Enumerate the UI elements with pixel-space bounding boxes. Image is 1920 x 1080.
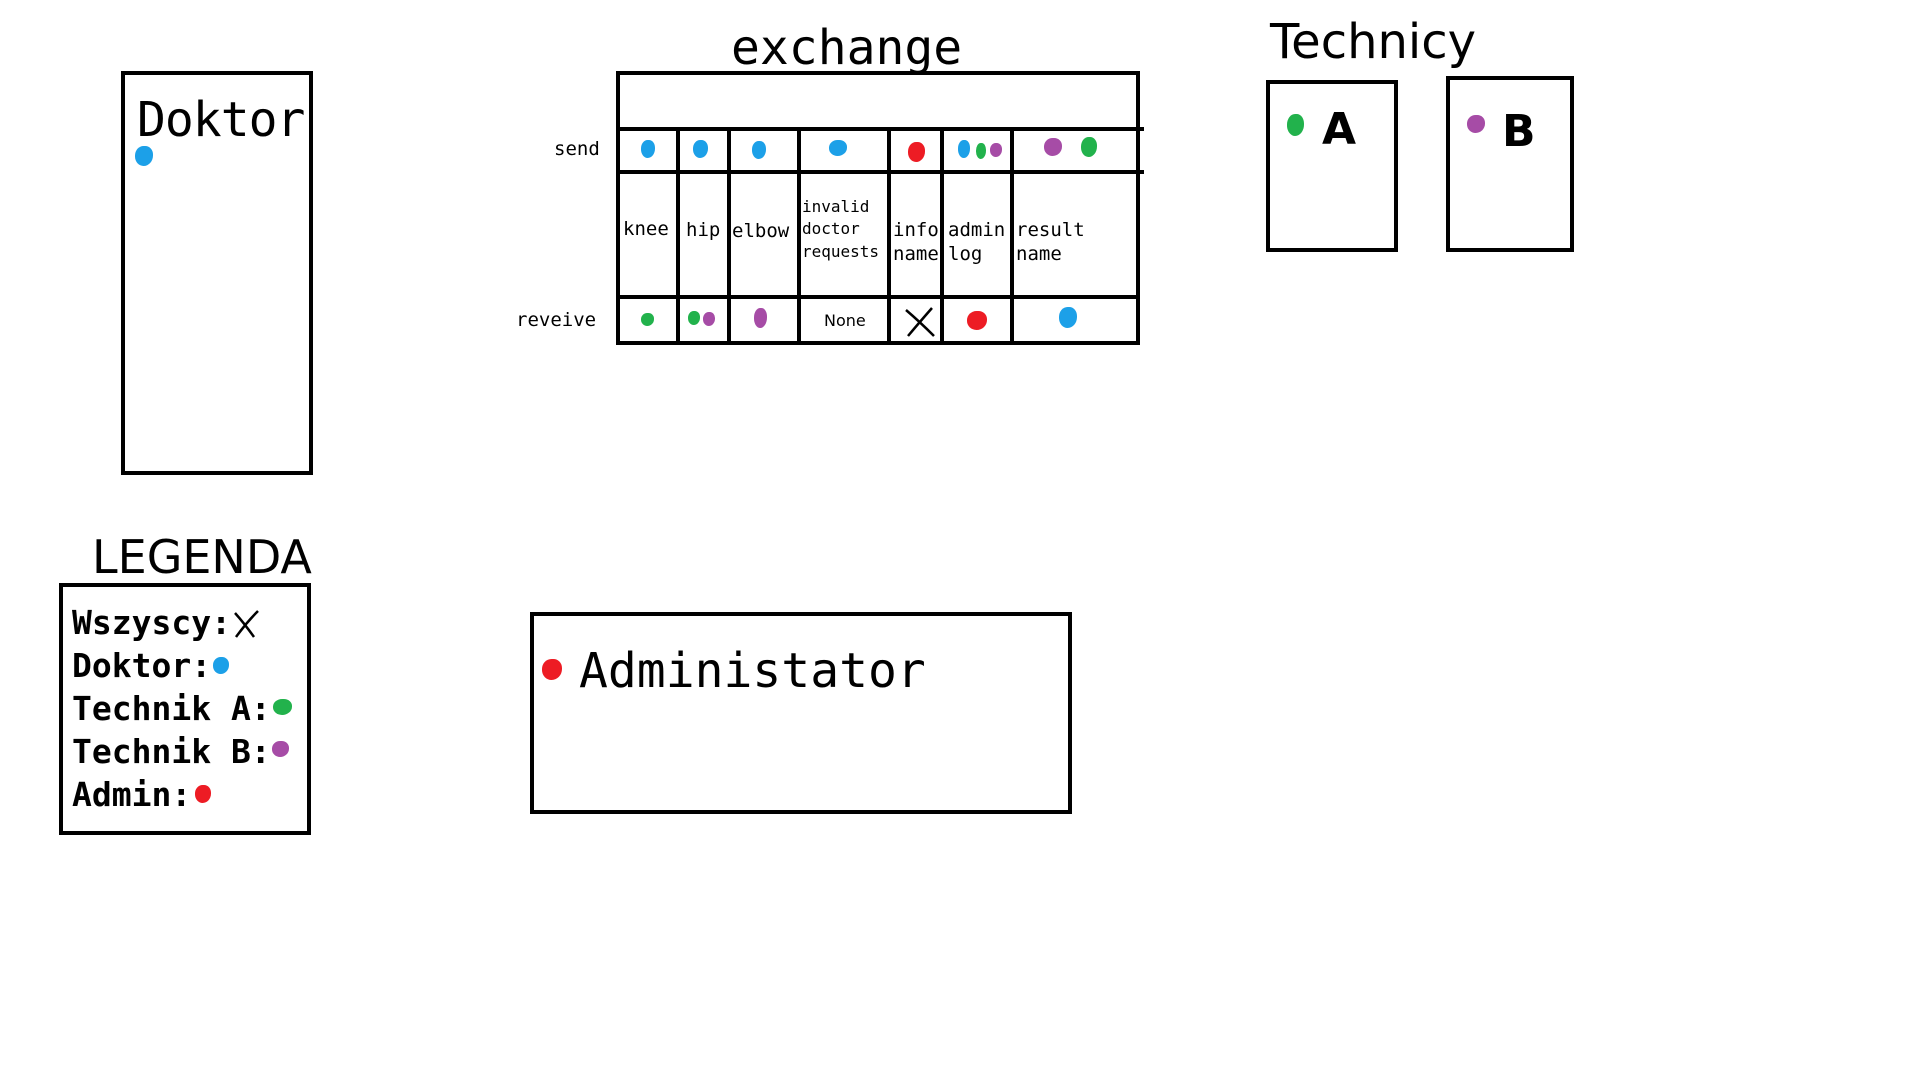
doktor-box	[121, 71, 313, 475]
queue-name-info-name: name	[893, 243, 939, 265]
queue-name-result-name: name	[1016, 243, 1062, 265]
legend-dot-admin	[195, 785, 211, 803]
send-dot-result-tech-b	[1044, 138, 1062, 156]
receive-cross-info	[905, 307, 935, 337]
queue-table	[616, 71, 1140, 345]
table-column-divider	[727, 127, 731, 345]
queue-name-log: log	[948, 243, 983, 265]
receive-none-invalid: None	[824, 311, 866, 330]
legend-dot-technik-a	[273, 699, 292, 715]
table-divider	[616, 295, 1140, 299]
queue-name-admin: admin	[948, 219, 1006, 241]
receive-dot-hip-tech-b	[703, 312, 715, 326]
legend-row-admin: Admin:	[72, 775, 191, 814]
technik-b-letter: B	[1502, 106, 1536, 157]
legend-row-wszyscy: Wszyscy:	[72, 603, 231, 642]
send-dot-result-tech-a	[1081, 137, 1097, 157]
technik-b-dot	[1467, 115, 1485, 133]
send-dot-elbow	[752, 141, 766, 159]
legend-label-wszyscy: Wszyscy:	[72, 603, 231, 642]
table-divider	[616, 127, 1144, 131]
table-divider	[616, 170, 1144, 174]
legend-label-technik-a: Technik A:	[72, 689, 271, 728]
legenda-title: LEGENDA	[92, 530, 312, 584]
administrator-dot	[542, 659, 562, 680]
table-column-divider	[1010, 127, 1014, 345]
legend-cross-icon	[234, 610, 259, 638]
legend-label-admin: Admin:	[72, 775, 192, 814]
send-dot-admin-tech-a	[976, 143, 986, 159]
send-row-label: send	[554, 138, 600, 160]
send-dot-hip	[693, 140, 708, 158]
receive-dot-result	[1059, 307, 1077, 328]
legenda-box	[59, 583, 311, 835]
send-dot-admin-doktor	[958, 140, 970, 158]
technicy-title: Technicy	[1270, 14, 1477, 70]
legend-dot-technik-b	[272, 741, 289, 757]
legend-row-doktor: Doktor:	[72, 646, 211, 685]
administrator-title: Administator	[579, 643, 926, 699]
send-dot-info	[908, 142, 925, 162]
receive-dot-knee	[641, 313, 654, 326]
legend-label-technik-b: Technik B:	[72, 732, 271, 771]
administrator-box	[530, 612, 1072, 814]
queue-name-elbow: elbow	[732, 220, 790, 242]
send-dot-admin-tech-b	[990, 143, 1002, 157]
queue-name-result: result	[1016, 219, 1085, 241]
receive-row-label: reveive	[516, 309, 597, 331]
queue-name-info: info	[893, 219, 939, 241]
send-dot-invalid	[829, 140, 847, 156]
receive-dot-admin-log	[967, 311, 987, 330]
technik-a-box	[1266, 80, 1398, 252]
receive-dot-elbow	[754, 308, 767, 328]
legend-label-doktor: Doktor:	[72, 646, 212, 685]
table-column-divider	[797, 127, 801, 345]
table-column-divider	[887, 127, 891, 345]
legend-dot-doktor	[213, 657, 229, 674]
doktor-title: Doktor	[137, 92, 305, 148]
queue-name-requests: requests	[802, 242, 880, 261]
queue-name-knee: knee	[623, 218, 669, 240]
technik-a-dot	[1287, 114, 1304, 136]
queue-name-doctor: doctor	[802, 219, 860, 238]
send-dot-knee	[641, 140, 655, 158]
queue-name-hip: hip	[686, 219, 721, 241]
exchange-title: exchange	[731, 20, 963, 76]
table-column-divider	[676, 127, 680, 345]
technik-a-letter: A	[1322, 104, 1357, 155]
technik-b-box	[1446, 76, 1574, 252]
legend-row-technik-a: Technik A:	[72, 689, 271, 728]
doktor-dot	[135, 146, 153, 166]
receive-dot-hip-tech-a	[688, 311, 700, 325]
table-column-divider	[940, 127, 944, 345]
queue-name-invalid: invalid	[802, 197, 870, 216]
legend-row-technik-b: Technik B:	[72, 732, 271, 771]
